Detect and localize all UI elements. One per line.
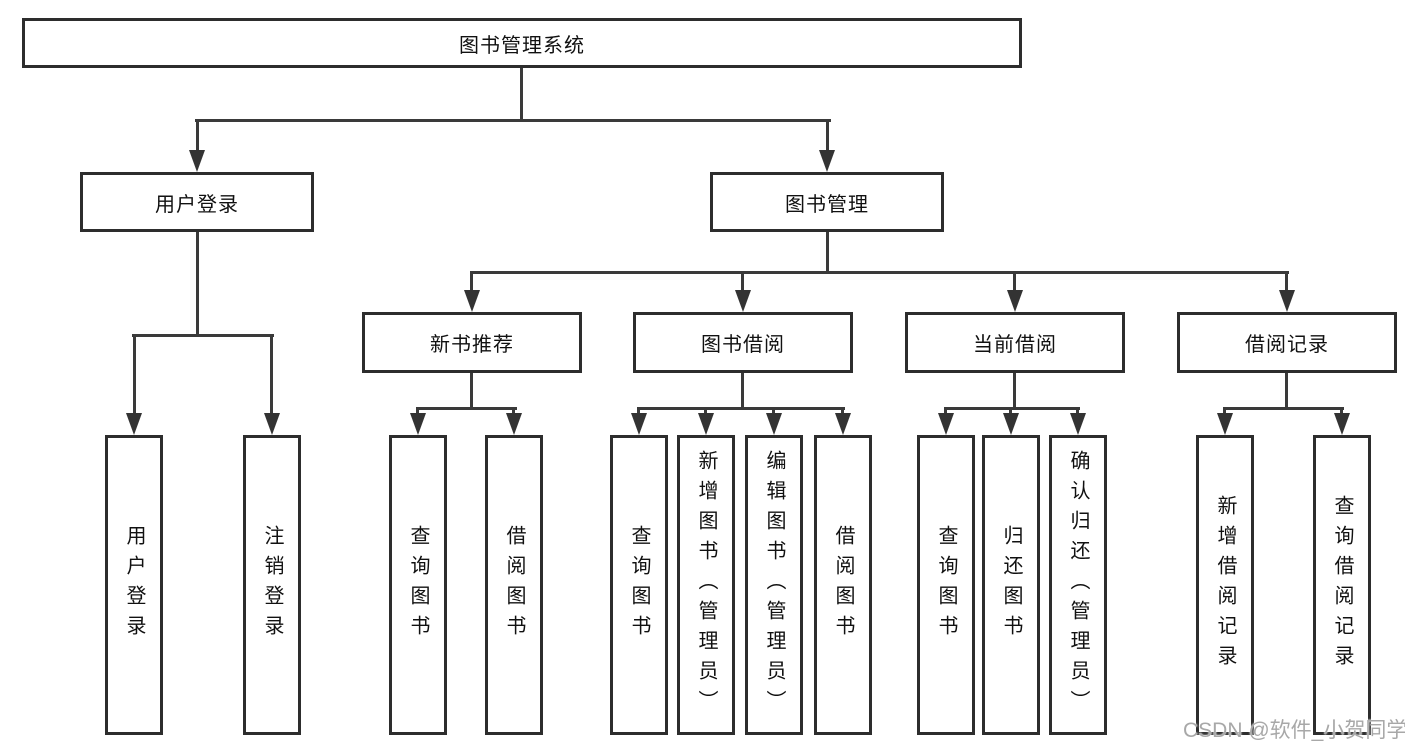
connector-line: [944, 407, 1080, 410]
arrow-down-icon: [766, 413, 782, 435]
node-label: 新增图书（管理员）: [695, 450, 717, 720]
connector-line: [1076, 407, 1079, 418]
node-leaf-bb-edit-books-admin: 编辑图书（管理员）: [745, 435, 803, 735]
node-leaf-logout: 注销登录: [243, 435, 301, 735]
node-label: 图书管理: [785, 193, 869, 216]
node-label: 归还图书: [1000, 525, 1022, 645]
connector-line: [270, 334, 273, 416]
node-label: 用户登录: [123, 525, 145, 645]
arrow-down-icon: [1003, 413, 1019, 435]
node-label: 新增借阅记录: [1214, 495, 1236, 675]
arrow-down-icon: [735, 290, 751, 312]
node-label: 查询借阅记录: [1331, 495, 1353, 675]
arrow-down-icon: [464, 290, 480, 312]
connector-line: [1223, 407, 1344, 410]
connector-line: [826, 230, 829, 274]
connector-line: [741, 271, 744, 295]
node-leaf-cb-query-books: 查询图书: [917, 435, 975, 735]
arrow-down-icon: [264, 413, 280, 435]
connector-line: [1285, 371, 1288, 410]
arrow-down-icon: [410, 413, 426, 435]
connector-line: [196, 119, 199, 152]
node-label: 当前借阅: [973, 334, 1057, 356]
connector-line: [741, 371, 744, 410]
arrow-down-icon: [1217, 413, 1233, 435]
arrow-down-icon: [835, 413, 851, 435]
connector-line: [416, 407, 517, 410]
connector-line: [512, 407, 515, 418]
arrow-down-icon: [938, 413, 954, 435]
node-label: 图书借阅: [701, 334, 785, 356]
node-leaf-cb-confirm-return-admin: 确认归还（管理员）: [1049, 435, 1107, 735]
connector-line: [195, 119, 831, 122]
connector-line: [1340, 407, 1343, 418]
connector-line: [637, 407, 845, 410]
arrow-down-icon: [698, 413, 714, 435]
arrow-down-icon: [1279, 290, 1295, 312]
node-leaf-br-query-record: 查询借阅记录: [1313, 435, 1371, 735]
node-leaf-cb-return-books: 归还图书: [982, 435, 1040, 735]
node-leaf-nbr-query-books: 查询图书: [389, 435, 447, 735]
connector-line: [1223, 407, 1226, 418]
connector-line: [637, 407, 640, 418]
node-user-login: 用户登录: [80, 172, 314, 232]
node-label: 查询图书: [935, 525, 957, 645]
node-label: 查询图书: [407, 525, 429, 645]
node-leaf-br-add-record: 新增借阅记录: [1196, 435, 1254, 735]
node-new-book-recommend: 新书推荐: [362, 312, 582, 373]
connector-line: [841, 407, 844, 418]
arrow-down-icon: [189, 150, 205, 172]
arrow-down-icon: [506, 413, 522, 435]
connector-line: [826, 119, 829, 152]
node-book-management: 图书管理: [710, 172, 944, 232]
node-label: 借阅记录: [1245, 334, 1329, 356]
arrow-down-icon: [1334, 413, 1350, 435]
connector-line: [470, 271, 1289, 274]
connector-line: [1009, 407, 1012, 418]
node-label: 新书推荐: [430, 334, 514, 356]
connector-line: [704, 407, 707, 418]
node-leaf-user-login: 用户登录: [105, 435, 163, 735]
node-label: 用户登录: [155, 193, 239, 216]
node-leaf-bb-borrow-books: 借阅图书: [814, 435, 872, 735]
node-label: 借阅图书: [503, 525, 525, 645]
node-label: 图书管理系统: [459, 34, 585, 57]
connector-line: [416, 407, 419, 418]
arrow-down-icon: [631, 413, 647, 435]
connector-line: [470, 371, 473, 410]
arrow-down-icon: [126, 413, 142, 435]
connector-line: [133, 334, 136, 416]
node-borrowing-records: 借阅记录: [1177, 312, 1397, 373]
node-label: 确认归还（管理员）: [1067, 450, 1089, 720]
node-label: 注销登录: [261, 525, 283, 645]
connector-line: [196, 230, 199, 336]
connector-line: [520, 66, 523, 122]
node-label: 查询图书: [628, 525, 650, 645]
node-leaf-bb-query-books: 查询图书: [610, 435, 668, 735]
node-book-borrowing: 图书借阅: [633, 312, 853, 373]
node-current-borrowing: 当前借阅: [905, 312, 1125, 373]
node-leaf-nbr-borrow-books: 借阅图书: [485, 435, 543, 735]
csdn-watermark: CSDN @软件_小贺同学: [1183, 719, 1405, 742]
node-label: 编辑图书（管理员）: [763, 450, 785, 720]
connector-line: [1285, 271, 1288, 295]
connector-line: [470, 271, 473, 295]
connector-line: [772, 407, 775, 418]
arrow-down-icon: [819, 150, 835, 172]
connector-line: [944, 407, 947, 418]
arrow-down-icon: [1007, 290, 1023, 312]
node-label: 借阅图书: [832, 525, 854, 645]
connector-line: [1013, 371, 1016, 410]
node-root: 图书管理系统: [22, 18, 1022, 68]
connector-line: [1013, 271, 1016, 295]
arrow-down-icon: [1070, 413, 1086, 435]
node-leaf-bb-add-books-admin: 新增图书（管理员）: [677, 435, 735, 735]
connector-line: [132, 334, 274, 337]
